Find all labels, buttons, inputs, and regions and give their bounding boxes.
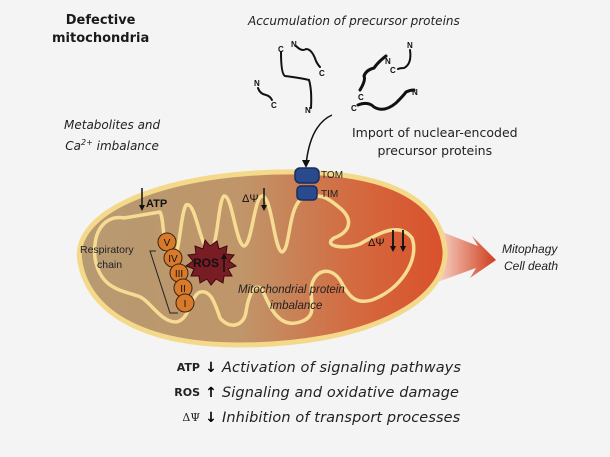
c-terminus: C bbox=[278, 45, 284, 54]
respiratory-chain-label-2: chain bbox=[97, 259, 122, 271]
down-arrow-icon: ↓ bbox=[205, 359, 217, 376]
atp-arrowhead bbox=[139, 205, 145, 211]
tim-complex bbox=[296, 185, 318, 201]
delta-psi-label-matrix: ΔΨ bbox=[368, 237, 385, 249]
legend-key: ATP bbox=[176, 361, 200, 374]
c-terminus: C bbox=[351, 104, 357, 113]
import-label: Import of nuclear-encoded precursor prot… bbox=[352, 124, 518, 160]
tom-complex bbox=[294, 167, 320, 184]
protein-imbalance-label-1: Mitochondrial protein bbox=[238, 284, 345, 296]
calcium-symbol: Ca bbox=[65, 139, 81, 153]
import-arrowhead bbox=[302, 160, 310, 168]
legend-row: ROS ↑ Signaling and oxidative damage bbox=[160, 380, 461, 405]
title-line-2: mitochondria bbox=[52, 31, 150, 46]
legend-text: Signaling and oxidative damage bbox=[222, 384, 460, 401]
legend-text: Activation of signaling pathways bbox=[222, 359, 462, 376]
complex-label: V bbox=[164, 238, 171, 249]
n-terminus: N bbox=[305, 106, 311, 115]
import-line-2: precursor proteins bbox=[377, 143, 493, 158]
n-terminus: N bbox=[254, 79, 260, 88]
delta-psi-arrowhead-1 bbox=[390, 246, 396, 252]
protein-strand bbox=[397, 49, 412, 70]
figure-title: Defective mitochondria bbox=[52, 12, 149, 48]
up-arrow-icon: ↑ bbox=[205, 384, 217, 401]
protein-strand bbox=[280, 51, 313, 109]
c-terminus: C bbox=[358, 93, 364, 102]
outer-membrane bbox=[76, 169, 448, 348]
outcome-arrow bbox=[432, 228, 496, 284]
import-arrow bbox=[305, 114, 333, 166]
complex-label: III bbox=[175, 269, 183, 280]
outcome-label-1: Mitophagy bbox=[502, 242, 558, 256]
legend-key: ROS bbox=[174, 386, 200, 399]
calcium-charge: 2+ bbox=[81, 138, 93, 147]
c-terminus: C bbox=[319, 69, 325, 78]
protein-imbalance-label-2: imbalance bbox=[270, 300, 322, 312]
complex-I bbox=[175, 293, 195, 313]
protein-strand bbox=[257, 87, 273, 101]
atp-label: ATP bbox=[146, 198, 167, 210]
c-terminus: C bbox=[271, 101, 277, 110]
tim-label: TIM bbox=[321, 189, 338, 200]
complex-label: II bbox=[180, 284, 186, 295]
c-terminus: C bbox=[390, 66, 396, 75]
delta-psi-arrowhead bbox=[261, 205, 267, 211]
delta-psi-label: ΔΨ bbox=[242, 193, 259, 205]
legend-key: ΔΨ bbox=[182, 411, 200, 424]
n-terminus: N bbox=[412, 88, 418, 97]
metabolites-line-1: Metabolites and bbox=[64, 118, 161, 132]
tom-label: TOM bbox=[321, 170, 343, 181]
title-line-1: Defective bbox=[65, 13, 136, 28]
n-terminus: N bbox=[407, 41, 413, 50]
n-terminus: N bbox=[385, 57, 391, 66]
ros-burst bbox=[184, 238, 238, 286]
precursor-proteins bbox=[257, 45, 416, 111]
legend: ATP ↓ Activation of signaling pathways R… bbox=[160, 355, 461, 430]
ros-arrowhead bbox=[221, 253, 227, 259]
protein-termini: N C C N C N N C N C C N bbox=[254, 40, 418, 115]
down-arrow-icon: ↓ bbox=[205, 409, 217, 426]
outcome-label-2: Cell death bbox=[504, 259, 558, 273]
delta-psi-arrowhead-2 bbox=[400, 246, 406, 252]
complex-label: I bbox=[184, 299, 187, 310]
accumulation-label: Accumulation of precursor proteins bbox=[248, 14, 460, 28]
complex-label: IV bbox=[168, 254, 178, 265]
protein-strand bbox=[356, 88, 416, 111]
protein-strand bbox=[358, 54, 388, 92]
protein-strand bbox=[295, 45, 321, 68]
legend-text: Inhibition of transport processes bbox=[222, 409, 461, 426]
import-line-1: Import of nuclear-encoded bbox=[352, 125, 518, 140]
metabolites-label: Metabolites and Ca2+ imbalance bbox=[64, 117, 160, 155]
n-terminus: N bbox=[291, 40, 297, 49]
metabolites-line-2: Ca2+ imbalance bbox=[64, 134, 160, 155]
legend-row: ΔΨ ↓ Inhibition of transport processes bbox=[160, 405, 461, 430]
ros-label: ROS bbox=[193, 256, 219, 270]
respiratory-chain-label-1: Respiratory bbox=[80, 244, 134, 256]
legend-row: ATP ↓ Activation of signaling pathways bbox=[160, 355, 461, 380]
respiratory-bracket bbox=[149, 250, 178, 314]
imbalance-text: imbalance bbox=[92, 139, 159, 153]
